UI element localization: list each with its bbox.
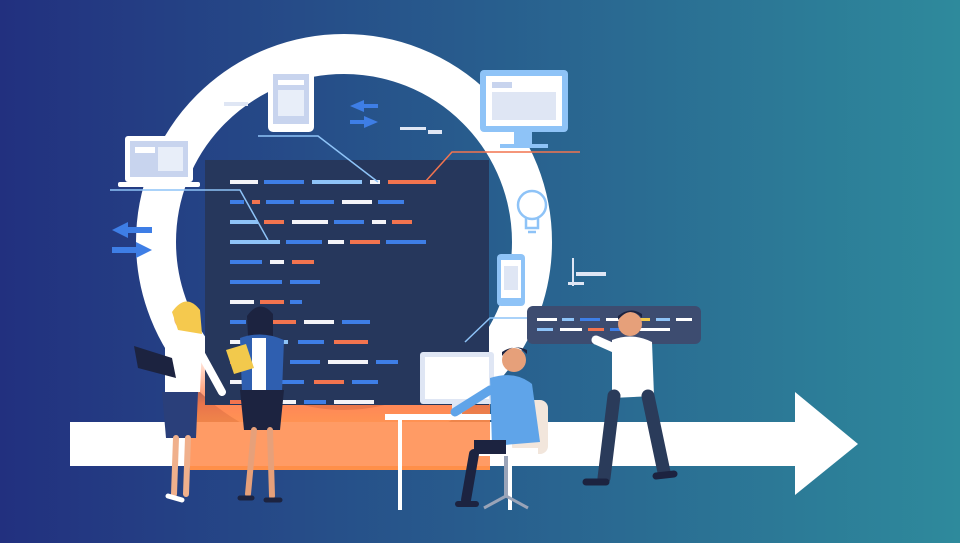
code-line-segment (304, 400, 326, 404)
code-line-segment (230, 180, 258, 184)
connector-lines (110, 135, 580, 343)
code-line-segment (300, 200, 334, 204)
code-line-segment (372, 220, 386, 224)
arrows-exchange-icon (350, 100, 378, 128)
code-line-segment (260, 300, 284, 304)
laptop-icon (118, 136, 200, 187)
code-line-segment (334, 340, 368, 344)
code-line-segment (342, 200, 372, 204)
person-woman-with-laptop (134, 301, 226, 503)
code-line-segment (312, 180, 362, 184)
code-line-segment (376, 360, 398, 364)
code-line-segment (266, 200, 294, 204)
code-line-segment (230, 200, 244, 204)
code-line-segment (230, 300, 254, 304)
arrows-exchange-icon (112, 222, 152, 258)
arrow-glow (190, 422, 490, 470)
code-lines (230, 180, 436, 404)
code-line-segment (314, 380, 344, 384)
code-line-segment (292, 260, 314, 264)
code-line-segment (230, 240, 280, 244)
code-line-segment (388, 180, 436, 184)
code-line-segment (392, 220, 412, 224)
code-line-segment (290, 300, 302, 304)
desk (385, 414, 525, 510)
code-line-segment (290, 280, 320, 284)
code-line-segment (264, 220, 284, 224)
code-line-segment (230, 280, 282, 284)
person-man-at-desk (450, 347, 548, 510)
lightbulb-icon (516, 189, 548, 234)
code-line-segment (352, 380, 378, 384)
code-line-segment (342, 320, 370, 324)
person-man-presenting (582, 310, 678, 486)
code-line-segment (334, 220, 364, 224)
code-line-segment (328, 360, 368, 364)
code-line-segment (264, 180, 304, 184)
tablet-icon (268, 68, 314, 132)
code-line-segment (378, 200, 404, 204)
code-line-segment (270, 260, 284, 264)
code-line-segment (304, 320, 334, 324)
code-line-segment (386, 240, 426, 244)
decorative-marks (224, 102, 606, 286)
code-line-segment (292, 220, 328, 224)
code-line-segment (270, 320, 296, 324)
code-line-segment (298, 340, 324, 344)
code-line-segment (350, 240, 380, 244)
smartphone-icon (497, 254, 525, 306)
code-line-segment (230, 220, 258, 224)
code-line-segment (290, 360, 320, 364)
code-line-segment (282, 380, 304, 384)
person-woman-with-tablet (226, 306, 284, 503)
code-line-segment (286, 240, 322, 244)
desktop-monitor-icon (480, 70, 568, 148)
code-bubble (527, 306, 701, 344)
code-line-segment (230, 320, 246, 324)
code-line-segment (370, 180, 380, 184)
code-line-segment (328, 240, 344, 244)
code-line-segment (334, 400, 374, 404)
code-line-segment (252, 200, 260, 204)
code-line-segment (230, 260, 262, 264)
